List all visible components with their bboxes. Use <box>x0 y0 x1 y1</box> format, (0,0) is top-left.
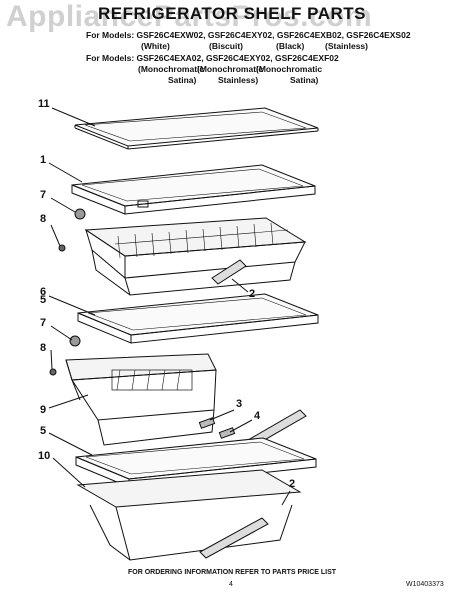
callout-2: 2 <box>249 288 256 300</box>
shelf-frame-3 <box>75 437 317 488</box>
slide-rail-upper <box>211 259 247 285</box>
leader-8b <box>50 349 53 370</box>
models-line-1: For Models: GSF26C4EXW02, GSF26C4EXY02, … <box>86 30 411 40</box>
callout-6: 6 <box>40 286 47 298</box>
model-color: (Biscuit) <box>209 41 243 51</box>
shelf-frame-2 <box>77 293 319 344</box>
leader-7 <box>50 197 76 213</box>
leader-11 <box>51 107 96 127</box>
model-color: Satina) <box>168 75 197 85</box>
model-color: (White) <box>141 41 170 51</box>
ordering-footer: FOR ORDERING INFORMATION REFER TO PARTS … <box>127 569 337 576</box>
leader-8 <box>50 224 61 247</box>
knob-7-upper <box>74 208 86 220</box>
callout-10: 10 <box>38 450 51 462</box>
callout-7: 7 <box>40 189 47 201</box>
crisper-pan-9 <box>65 353 217 446</box>
callout-4: 4 <box>254 410 261 422</box>
callout-3: 3 <box>236 398 243 410</box>
leader-10 <box>52 457 86 488</box>
leader-5 <box>48 432 93 456</box>
model-color: Stainless) <box>218 75 259 85</box>
screw-part-3 <box>198 417 216 429</box>
leader-7b <box>50 325 73 341</box>
model-color: (Monochromatic <box>197 64 264 74</box>
callout-9: 9 <box>40 404 47 416</box>
callout-2b: 2 <box>289 478 296 490</box>
model-color: (Black) <box>276 41 305 51</box>
page-number: 4 <box>229 581 233 588</box>
callout-8: 8 <box>40 213 47 225</box>
leader-9 <box>48 394 89 409</box>
leader-2 <box>231 278 249 293</box>
leader-6 <box>48 295 96 316</box>
knob-7-lower <box>69 335 81 347</box>
glass-shelf-top <box>74 107 319 150</box>
crisper-pan-10 <box>76 469 302 561</box>
doc-id: W10403373 <box>406 581 444 588</box>
leader-1 <box>48 162 83 183</box>
callout-8b: 8 <box>40 342 47 354</box>
model-color: (Stainless) <box>325 41 368 51</box>
callout-7b: 7 <box>40 317 47 329</box>
callout-5b: 5 <box>40 425 47 437</box>
callout-1: 1 <box>40 154 47 166</box>
models-line-2: For Models: GSF26C4EXA02, GSF26C4EXY02, … <box>86 53 339 63</box>
screw-part-4 <box>218 427 236 439</box>
page-title: REFRIGERATOR SHELF PARTS <box>98 4 366 23</box>
leader-3 <box>209 409 235 421</box>
shelf-frame-1 <box>71 164 316 215</box>
screw-8-lower <box>49 368 57 376</box>
watermark: AppliancePartsPros.com <box>6 0 373 33</box>
model-color: (Monochromatic <box>256 64 323 74</box>
callout-11: 11 <box>38 98 50 110</box>
slide-rail-bottom <box>199 517 269 559</box>
leader-2b <box>281 490 291 506</box>
leader-4 <box>229 419 253 433</box>
model-color: (Monochromatic <box>138 64 205 74</box>
callout-5: 5 <box>40 294 47 306</box>
model-color: Satina) <box>290 75 319 85</box>
screw-8-upper <box>58 244 66 252</box>
crisper-pan-1 <box>84 217 307 296</box>
